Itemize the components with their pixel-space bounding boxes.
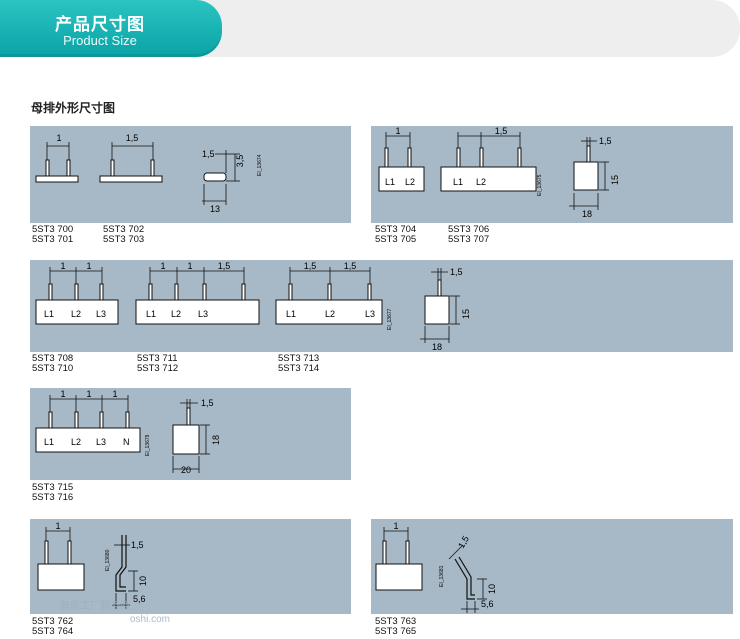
header-title-cn: 产品尺寸图 [55, 15, 145, 34]
panel-5st3-704-707: 1 1,5 1,5 15 18 L1 L2 L1 L2 EI_13675 [371, 126, 733, 223]
phase-label: L3 [198, 309, 208, 319]
panel-5st3-762-764: 1 1,5 10 5,6 EI_13680 智能工厂服务商 [30, 519, 351, 614]
dim-label: 15 [461, 309, 471, 319]
busbar-drawing-6: 1 1,5 10 5,6 EI_13681 [375, 521, 497, 613]
dim-label: 5,6 [481, 599, 494, 609]
dim-label: 1,5 [599, 136, 612, 146]
busbar-drawing-4: 1 1 1 1,5 18 20 L1 L2 L3 N EI_13679 [35, 389, 221, 475]
dim-label: 1 [86, 389, 91, 399]
dim-label: 20 [181, 465, 191, 475]
phase-label: L1 [453, 177, 463, 187]
phase-label: L2 [71, 309, 81, 319]
dim-label: 1,5 [131, 540, 144, 550]
drawing-code: EI_13681 [439, 565, 445, 587]
panel-5st3-763-765: 1 1,5 10 5,6 EI_13681 [371, 519, 733, 614]
busbar-drawing-5: 1 1,5 10 5,6 EI_13680 [37, 521, 148, 609]
section-heading: 母排外形尺寸图 [31, 101, 116, 115]
dim-label: 1 [60, 389, 65, 399]
panel-5st3-708-714: 1 1 1 1 1,5 1,5 1,5 1,5 15 18 L1 L2 L3 L… [30, 260, 733, 352]
phase-label: N [123, 437, 130, 447]
dim-label: 18 [211, 435, 221, 445]
dim-label: 15 [610, 175, 620, 185]
dim-label: 1 [160, 261, 165, 271]
dim-label: 1,5 [202, 149, 215, 159]
dim-label: 1 [395, 126, 400, 136]
watermark-brand: 智能工厂服务商 [60, 601, 130, 612]
phase-label: L1 [286, 309, 296, 319]
dim-label: 1,5 [450, 267, 463, 277]
dim-label: 1,5 [495, 126, 508, 136]
dim-label: 18 [432, 342, 442, 352]
drawing-code: EI_13674 [257, 154, 263, 176]
dim-label: 5,6 [133, 594, 146, 604]
header-title-pill: 产品尺寸图 Product Size [0, 0, 222, 57]
dim-label: 1 [187, 261, 192, 271]
dim-label: 18 [582, 209, 592, 219]
busbar-drawing-2: 1 1,5 1,5 15 18 L1 L2 L1 L2 EI_13675 [378, 126, 620, 219]
dim-label: 1 [56, 133, 61, 143]
dim-label: 1,5 [456, 534, 471, 550]
phase-label: L1 [146, 309, 156, 319]
panel-5st3-715-716: 1 1 1 1,5 18 20 L1 L2 L3 N EI_13679 [30, 388, 351, 480]
dim-label: 1,5 [304, 261, 317, 271]
phase-label: L3 [365, 309, 375, 319]
dim-label: 1,5 [126, 133, 139, 143]
dim-label: 10 [487, 584, 497, 594]
dim-label: 1,5 [218, 261, 231, 271]
drawing-code: EI_13677 [387, 308, 393, 330]
dim-label: 1 [55, 521, 60, 531]
phase-label: L2 [325, 309, 335, 319]
phase-label: L2 [405, 177, 415, 187]
dim-label: 1 [393, 521, 398, 531]
busbar-drawing-3: 1 1 1 1 1,5 1,5 1,5 1,5 15 18 L1 L2 L3 L… [35, 261, 471, 352]
phase-label: L3 [96, 437, 106, 447]
dim-label: 3,5 [235, 155, 245, 168]
phase-label: L2 [171, 309, 181, 319]
dim-label: 10 [138, 576, 148, 586]
dim-label: 1 [112, 389, 117, 399]
phase-label: L2 [476, 177, 486, 187]
dim-label: 1 [86, 261, 91, 271]
phase-label: L2 [71, 437, 81, 447]
dim-label: 1,5 [201, 398, 214, 408]
drawing-code: EI_13675 [537, 174, 543, 196]
drawing-code: EI_13679 [145, 434, 151, 456]
phase-label: L3 [96, 309, 106, 319]
phase-label: L1 [385, 177, 395, 187]
header-title-en: Product Size [63, 33, 137, 48]
phase-label: L1 [44, 309, 54, 319]
panel-5st3-700-703: 1 1,5 1,5 3,5 13 EI_13674 [30, 126, 351, 223]
dim-label: 1,5 [344, 261, 357, 271]
dim-label: 13 [210, 204, 220, 214]
dim-label: 1 [60, 261, 65, 271]
drawing-code: EI_13680 [105, 549, 111, 571]
phase-label: L1 [44, 437, 54, 447]
busbar-drawing-1: 1 1,5 1,5 3,5 13 EI_13674 [35, 133, 263, 214]
watermark-domain: oshi.com [130, 614, 171, 625]
